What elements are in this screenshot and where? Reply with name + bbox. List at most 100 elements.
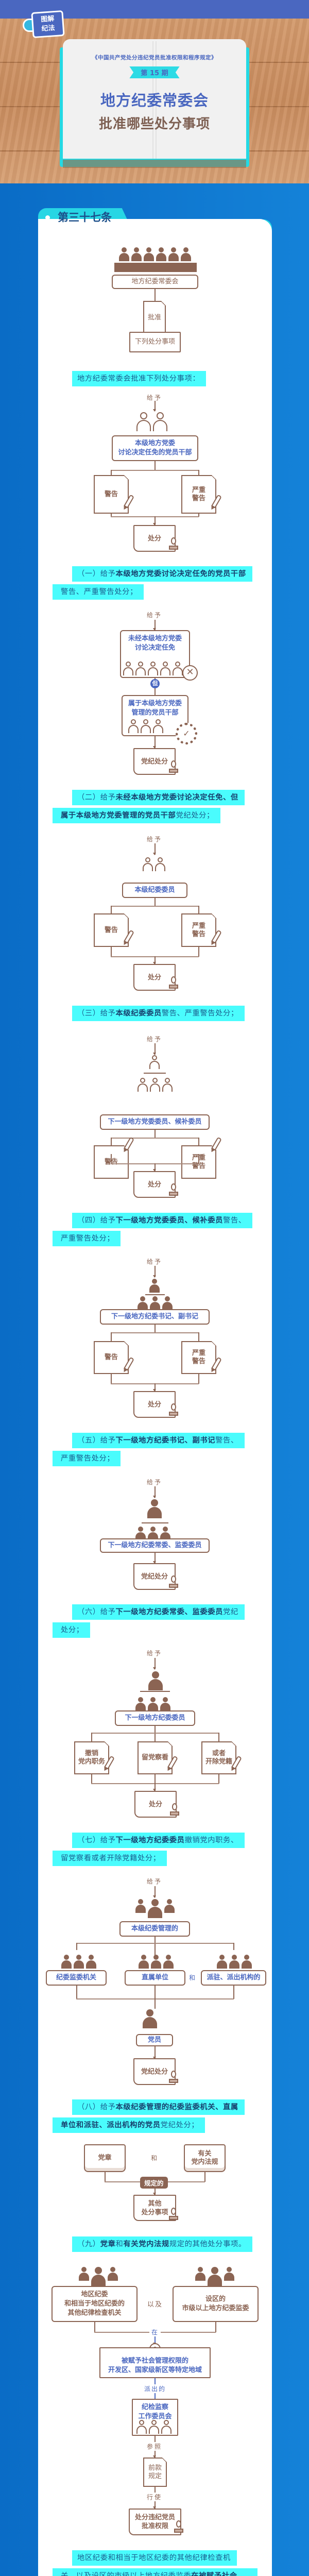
intro-text: 地方纪委常委会批准下列处分事项： <box>53 371 258 389</box>
connector-arrow <box>153 736 156 749</box>
connector <box>105 2172 106 2182</box>
committee-members-icon <box>136 2420 172 2434</box>
text-line: （四）给予下一级地方党委委员、候补委员警告、 <box>72 1213 252 1228</box>
paragraph-2-text: 地区纪委和相当于地区纪委的其他纪律检查机 关，以及设区的市级以上地方纪委监委在被… <box>53 2550 258 2576</box>
crowd-icon <box>123 662 183 676</box>
connector-arrow <box>153 956 156 964</box>
subject-label: 本级地方党委 讨论决定任免的党员干部 <box>118 439 192 456</box>
dispatched-label: 派出的 <box>142 2384 168 2393</box>
connector <box>154 289 156 301</box>
connector-arrow <box>153 516 156 526</box>
issue-ribbon: 第 15 期 <box>129 66 180 78</box>
text-line: （八）给予本级纪委管理的纪委监委机关、直属 <box>72 2099 245 2115</box>
text-bold: 本级纪委管理的纪委监委机关、直属 <box>115 2103 238 2111</box>
right-box: 设区的 市级以上地方纪委监委 <box>173 2286 259 2322</box>
connector <box>198 1154 199 1164</box>
connector <box>198 906 199 914</box>
connector <box>94 2322 95 2332</box>
text-line: 处分； <box>53 1622 90 1638</box>
connector <box>198 947 199 957</box>
and-label: 和 <box>189 1974 196 1981</box>
member-label: 党员 <box>147 2036 161 2044</box>
tab-dot-icon <box>45 215 50 220</box>
hierarchy-icon-bottom <box>137 1078 173 1092</box>
text-normal: 党纪处分； <box>176 811 214 820</box>
connector <box>145 1294 165 1295</box>
badge-panel: 图解 纪法 <box>31 10 65 39</box>
connector-arrow <box>153 620 156 631</box>
connector <box>111 947 112 957</box>
result-label: 其他 处分事项 <box>141 2199 168 2216</box>
text-line: 地区纪委和相当于地区纪委的其他纪律检查机 <box>72 2550 237 2566</box>
connector-arrow <box>153 1553 156 1564</box>
section-4-text: （四）给予下一级地方党委委员、候补委员警告、 严重警告处分； <box>53 1213 258 1249</box>
give-label: 给予 <box>146 394 162 401</box>
open-book-title: 《中国共产党处分违纪党员批准权限和程序规定》 第 15 期 地方纪委常委会 批准… <box>60 36 249 168</box>
section-5-text: （五）给予下一级地方纪委书记、副书记警告、 严重警告处分； <box>53 1433 258 1469</box>
stamp-icon <box>169 2208 178 2222</box>
stamp-icon <box>170 1803 179 1818</box>
text-bold: 单位和派驻、派出机构的党员 <box>61 2121 161 2129</box>
region-label: 被赋予社会管理权限的 开发区、国家级新区等特定地域 <box>108 2357 202 2374</box>
unit-label: 纪委监委机关 <box>56 1974 96 1981</box>
book-page-right <box>152 39 246 159</box>
text-line: （一）给予本级地方党委讨论决定任免的党员干部 <box>72 566 252 582</box>
text-normal: 处分； <box>61 1626 84 1634</box>
text-normal: 警告、严重警告处分； <box>61 588 138 596</box>
page-title-line-1: 地方纪委常委会 <box>100 92 209 109</box>
gear-check-icon: ✓ <box>176 723 197 744</box>
exercise-label: 行使 <box>139 2493 170 2501</box>
left-label: 地区纪委 和相当于地区纪委的 其他纪律检查机关 <box>64 2291 125 2317</box>
connector <box>91 1733 92 1741</box>
x-circle-icon: ✕ <box>182 665 198 681</box>
text-normal: （四）给予 <box>77 1216 116 1225</box>
text-line: （五）给予下一级地方纪委书记、副书记警告、 <box>72 1433 245 1448</box>
text-bold: 属于本级地方党委管理的党员干部 <box>61 811 176 820</box>
member-box: 党员 <box>136 2034 173 2046</box>
hierarchy-icon-top <box>149 1279 160 1293</box>
text-bold: 下一级地方纪委书记、副书记 <box>115 1436 216 1445</box>
connector <box>111 1332 112 1341</box>
give-label: 给予 <box>146 1878 162 1885</box>
connector <box>111 1154 112 1164</box>
article-title: 第三十七条 <box>58 211 112 224</box>
unit-label: 直属单位 <box>141 1974 168 1981</box>
connector <box>91 1774 92 1784</box>
connector <box>204 2172 205 2182</box>
left-box: 地区纪委 和相当于地区纪委的 其他纪律检查机关 <box>52 2286 138 2322</box>
result-label: 处分 <box>147 973 161 981</box>
text-bold: 下一级地方纪委常委、监委委员 <box>115 1608 224 1616</box>
text-normal: 地区纪委和相当于地区纪委的其他纪律检查机 <box>77 2554 231 2562</box>
unit-box-direct: 直属单位 <box>125 1970 185 1986</box>
give-label: 给予 <box>146 836 162 843</box>
connector <box>233 1943 234 1950</box>
give-label: 给予 <box>146 1258 162 1265</box>
connector <box>154 1130 156 1138</box>
leader-icon <box>148 1671 163 1691</box>
punish-doc: 处分 <box>133 525 176 552</box>
connector <box>111 906 199 907</box>
connector-arrow <box>153 1266 156 1278</box>
text-normal: 党纪处分； <box>160 2121 199 2129</box>
top-box: 本级纪委管理的 <box>119 1921 190 1937</box>
subject-label: 本级纪委委员 <box>134 886 175 894</box>
unit-1-icon <box>61 1955 97 1969</box>
right-label: 设区的 市级以上地方纪委监委 <box>182 2295 249 2312</box>
text-normal: 关，以及设区的市级以上地方纪委监委 <box>61 2572 192 2576</box>
badge-line-2: 纪法 <box>41 24 56 33</box>
text-normal: 党纪 <box>223 1608 238 1616</box>
text-normal: 留党察看或者开除党籍处分； <box>61 1854 161 1862</box>
connector-arrow <box>153 1486 156 1498</box>
subject-box: 下一级地方纪委常委、监委委员 <box>100 1538 210 1553</box>
connector <box>215 2322 216 2332</box>
text-normal: 警告、 <box>223 1216 246 1225</box>
unit-2-icon <box>138 1955 174 1969</box>
stamp-icon <box>169 1183 178 1198</box>
regulation-subtitle: 《中国共产党处分违纪党员批准权限和程序规定》 <box>92 55 217 61</box>
connector <box>111 1332 199 1333</box>
text-line: 留党察看或者开除党籍处分； <box>53 1851 167 1866</box>
rule-pill: 规定的 <box>140 2177 168 2189</box>
intro-line: 地方纪委常委会批准下列处分事项： <box>72 371 207 386</box>
connector <box>198 1332 199 1341</box>
member-icon <box>142 2009 158 2029</box>
